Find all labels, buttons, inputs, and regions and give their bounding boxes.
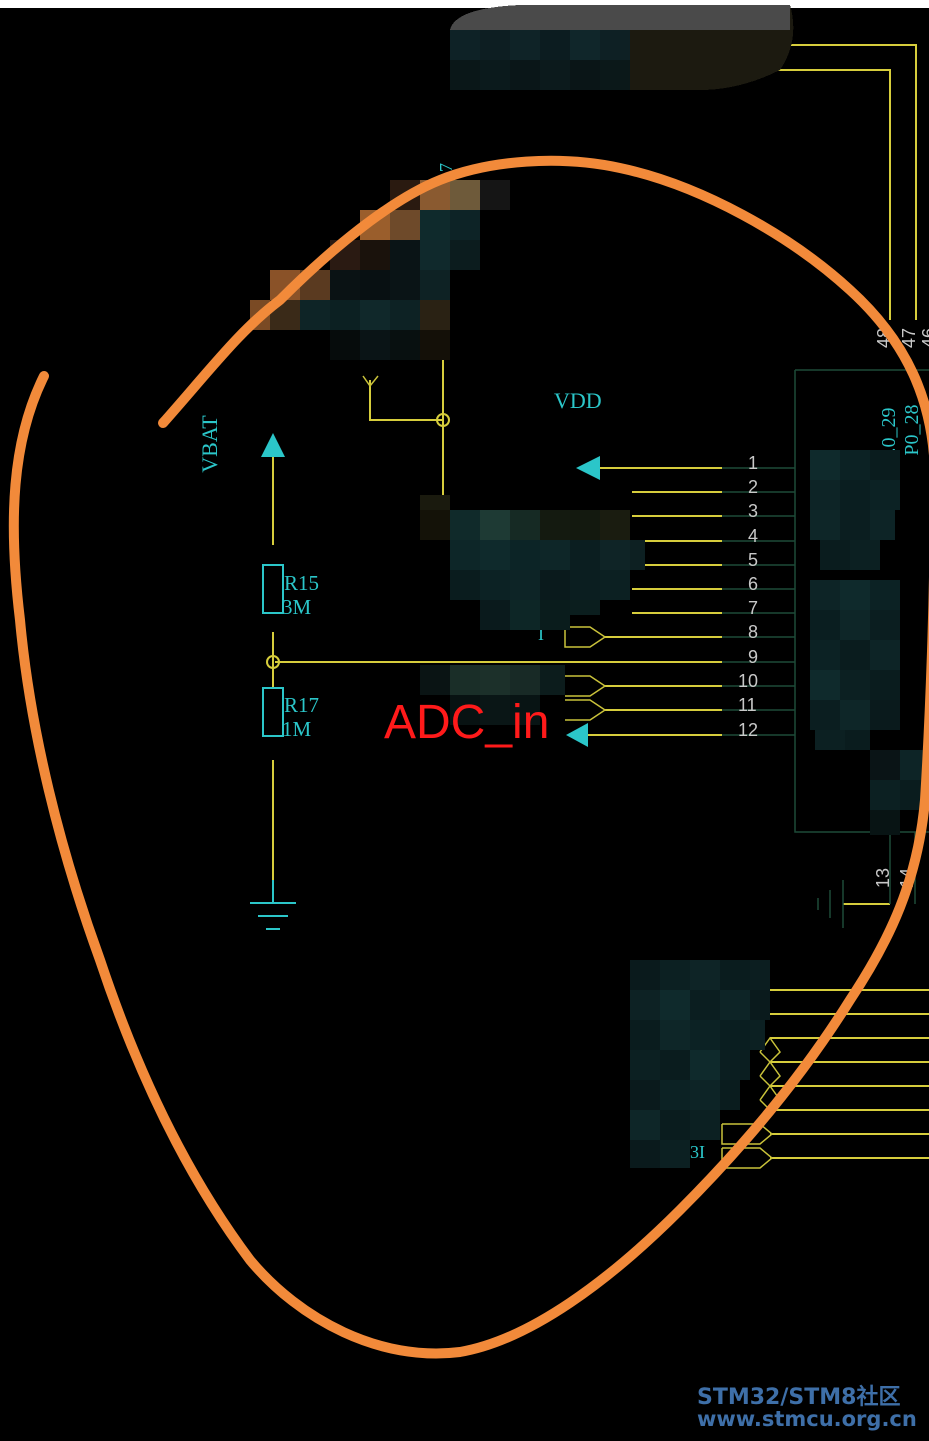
- pin-number: 4: [748, 526, 758, 546]
- vbat-arrow: [261, 433, 285, 457]
- pin-number: 2: [748, 477, 758, 497]
- pin-number: 8: [748, 622, 758, 642]
- vbat-label: VBAT: [197, 415, 222, 473]
- pin-number: 1: [748, 453, 758, 473]
- pin-label-p0-29: .0_29: [878, 408, 900, 453]
- pin-number: 10: [738, 671, 758, 691]
- pin-number: 5: [748, 550, 758, 570]
- adc-arrow: [566, 723, 588, 747]
- resistor-r15: [262, 564, 284, 614]
- watermark-line2: www.stmcu.org.cn: [697, 1407, 917, 1431]
- voltage-divider: [250, 457, 296, 930]
- pin-number: 11: [738, 695, 757, 715]
- pin-number: 7: [748, 598, 758, 618]
- pin-number: 12: [738, 720, 758, 740]
- annotation-circle: [8, 155, 929, 1359]
- r17-ref: R17: [284, 693, 319, 717]
- vdd-label: VDD: [554, 388, 602, 413]
- fragment-3i: 3I: [690, 1142, 705, 1162]
- supply-wiring: [362, 355, 450, 510]
- watermark-line1: STM32/STM8社区: [697, 1384, 900, 1410]
- pin-number: 3: [748, 501, 758, 521]
- pin-label-p0-28: P0_28: [901, 404, 923, 455]
- pin-47: 47: [899, 328, 919, 348]
- fragment-i: I: [538, 624, 544, 644]
- adc-in-label: ADC_in: [384, 696, 549, 749]
- fragment-7: 7: [436, 163, 456, 172]
- r15-value: 3M: [282, 595, 312, 619]
- r15-ref: R15: [284, 571, 319, 595]
- pin-number: 6: [748, 574, 758, 594]
- top-bus-wires: [720, 44, 917, 320]
- pin-46: 46: [919, 328, 929, 348]
- bottom-bus: [721, 989, 929, 1169]
- vdd-arrow: [576, 456, 600, 480]
- r17-value: 1M: [282, 717, 312, 741]
- pin-13: 13: [873, 868, 893, 888]
- pin-number-list: 1 2 3 4 5 6 7 8 9 10 11 12: [738, 453, 758, 740]
- pin-number: 9: [748, 647, 758, 667]
- pixelated-redaction: [250, 5, 929, 1168]
- resistor-r17: [262, 687, 284, 737]
- pin-lines: [275, 467, 795, 736]
